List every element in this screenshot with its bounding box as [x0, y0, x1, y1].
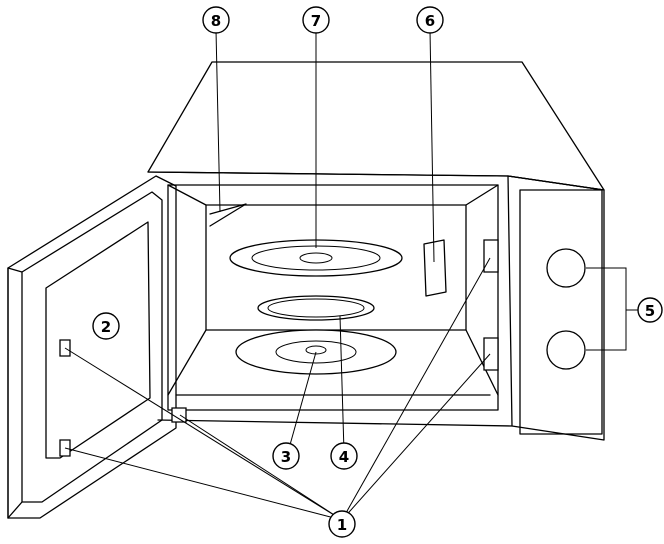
door-hinge: [172, 408, 186, 422]
callout-label-3: 3: [281, 448, 291, 466]
callout-5: 5: [638, 298, 662, 322]
power-knob[interactable]: [547, 331, 585, 369]
callout-label-8: 8: [211, 12, 221, 30]
callout-label-7: 7: [311, 12, 321, 30]
cavity-light-vent: [210, 204, 246, 226]
control-panel: [508, 176, 604, 440]
callout-1: 1: [329, 511, 355, 537]
callout-2: 2: [93, 313, 119, 339]
timer-knob[interactable]: [547, 249, 585, 287]
waveguide-cover: [424, 240, 446, 296]
leader-lines: [65, 30, 646, 520]
callout-4: 4: [331, 443, 357, 469]
callout-label-6: 6: [425, 12, 435, 30]
callout-label-1: 1: [337, 516, 347, 534]
callout-label-5: 5: [645, 302, 655, 320]
cabinet-outline: [148, 62, 604, 426]
callout-7: 7: [303, 7, 329, 33]
callout-label-2: 2: [101, 318, 111, 336]
callout-8: 8: [203, 7, 229, 33]
latch-hole-top: [484, 240, 498, 272]
callout-3: 3: [273, 443, 299, 469]
latch-hole-bottom: [484, 338, 498, 370]
callout-label-4: 4: [339, 448, 349, 466]
roller-ring: [258, 296, 374, 320]
door: [8, 176, 176, 518]
callout-6: 6: [417, 7, 443, 33]
